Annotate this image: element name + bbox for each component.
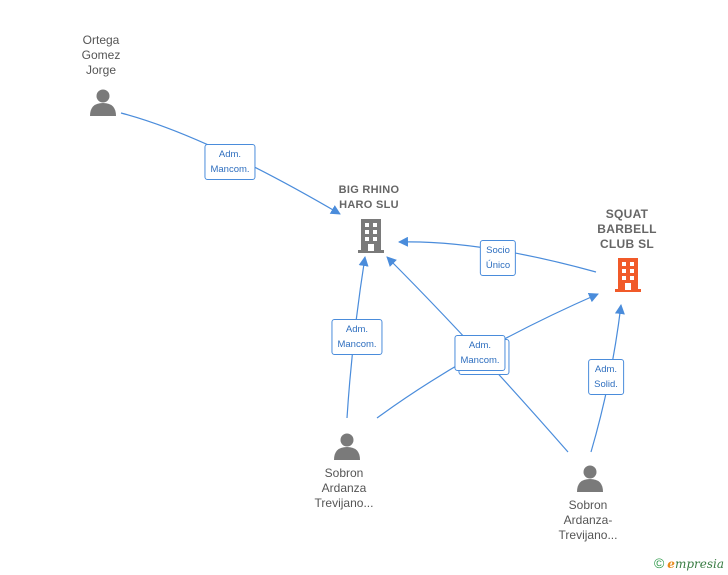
node-label-squat[interactable]: SQUAT BARBELL CLUB SL xyxy=(597,207,657,251)
node-label-sobron-2[interactable]: Sobron Ardanza- Trevijano... xyxy=(558,498,618,542)
brand-logo-text: mpresia xyxy=(674,557,724,571)
brand-logo-initial: e xyxy=(667,557,675,571)
building-icon[interactable] xyxy=(614,257,642,293)
person-icon[interactable] xyxy=(575,463,605,493)
edges xyxy=(120,112,625,453)
edge-label-adm-solid[interactable]: Adm. Solid. xyxy=(588,359,624,395)
node-label-big-rhino[interactable]: BIG RHINO HARO SLU xyxy=(338,184,400,211)
person-icon[interactable] xyxy=(88,87,118,117)
node-label-sobron-1[interactable]: Sobron Ardanza Trevijano... xyxy=(314,466,374,510)
edge-label-adm-mancom[interactable]: Adm. Mancom. xyxy=(331,319,383,355)
edge-label-adm-mancom[interactable]: Adm. Mancom. xyxy=(454,335,506,371)
person-icon[interactable] xyxy=(332,431,362,461)
brand-footer: ©empresia xyxy=(654,555,724,571)
node-label-ortega[interactable]: Ortega Gomez Jorge xyxy=(81,33,121,77)
edge-label-adm-mancom[interactable]: Adm. Mancom. xyxy=(204,144,256,180)
edge-label-socio-unico[interactable]: Socio Único xyxy=(479,240,517,276)
copyright-symbol: © xyxy=(653,555,665,571)
building-icon[interactable] xyxy=(357,218,385,254)
